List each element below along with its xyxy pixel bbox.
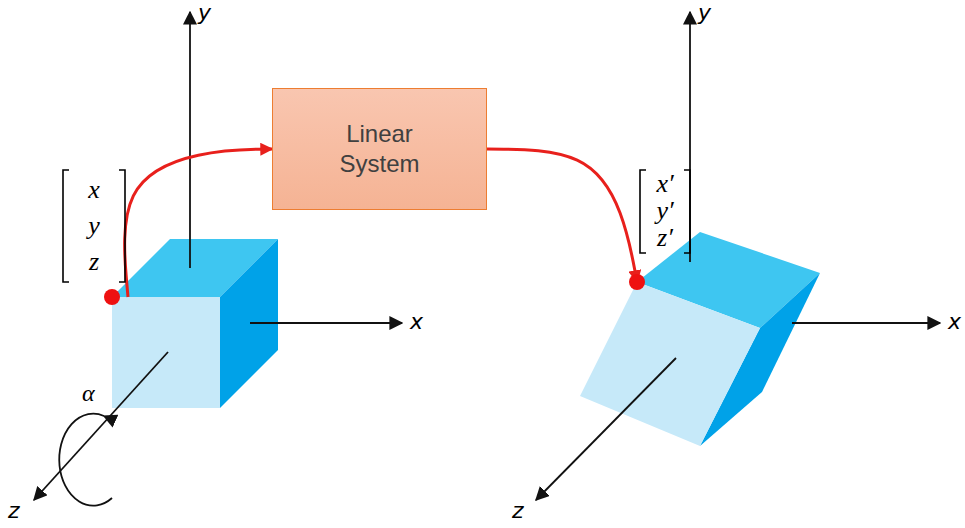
z-axis (34, 352, 168, 500)
flow-arrow (487, 149, 637, 282)
vector-entry: y′ (637, 197, 693, 224)
vector-bracket (119, 170, 125, 282)
rotated-cube (580, 232, 820, 446)
y-axis (189, 12, 191, 268)
vector-entry: y (60, 208, 128, 244)
vector-entry: x (60, 172, 128, 208)
vector: xyz (60, 168, 128, 297)
axis-label: x (948, 309, 961, 334)
axis-label: y (198, 0, 211, 25)
axis-label: y (698, 0, 711, 25)
x-axis (792, 322, 940, 324)
vector-bracket (63, 170, 69, 282)
z-axis (536, 358, 676, 500)
box-label: Linear System (320, 119, 440, 179)
vector: x′y′z′ (637, 168, 693, 282)
cube-front (112, 297, 220, 408)
axis-label: z (8, 498, 20, 523)
vector-entry: z′ (637, 224, 693, 251)
vector-bracket (640, 170, 646, 253)
process-box: Linear System (272, 88, 487, 210)
vector-bracket (684, 170, 690, 253)
axis-label: z (512, 498, 524, 523)
point-dot (104, 289, 120, 305)
vector-entry: z (60, 244, 128, 280)
vector-entry: x′ (637, 170, 693, 197)
axis-label: x (410, 309, 423, 334)
angle-label: α (82, 380, 95, 407)
x-axis (250, 322, 402, 324)
point-dot (629, 274, 645, 290)
rotation-arrow (59, 414, 112, 506)
flow-arrow (125, 149, 272, 297)
